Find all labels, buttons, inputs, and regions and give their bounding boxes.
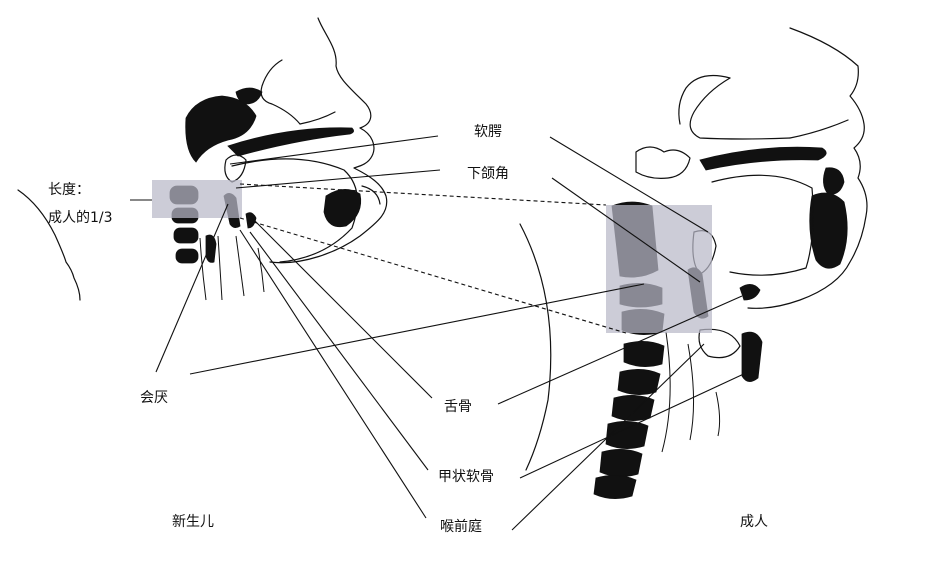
- leader-soft-palate-adult: [549, 136, 709, 233]
- newborn-palate: [227, 127, 354, 157]
- adult-teeth-upper: [823, 167, 845, 195]
- label-hyoid: 舌骨: [444, 399, 472, 415]
- newborn-soft-palate-shape: [224, 154, 247, 183]
- newborn-skull-line: [260, 59, 301, 125]
- newborn-nasal-line: [299, 111, 336, 125]
- leader-epiglottis-adult: [189, 283, 645, 375]
- newborn-back-curve: [17, 189, 81, 301]
- leader-vestibule-adult: [511, 343, 705, 531]
- leader-vestibule-newborn: [239, 229, 427, 519]
- newborn-shaded-region: [152, 180, 242, 218]
- newborn-mandible: [323, 189, 362, 228]
- adult-airway-2: [687, 343, 695, 441]
- adult-figure: [519, 27, 868, 499]
- labels: 长度： 成人的1/3 软腭 下颌角 会厌 舌骨 甲状软骨 喉前庭 新生儿 成人: [48, 124, 768, 535]
- adult-tongue: [711, 174, 814, 276]
- dashed-connector-bottom: [239, 217, 627, 334]
- newborn-airway-3: [235, 235, 245, 297]
- newborn-figure: [17, 17, 388, 301]
- label-newborn: 新生儿: [172, 514, 214, 530]
- leader-epiglottis-newborn: [155, 203, 229, 373]
- label-epiglottis: 会厌: [140, 390, 168, 406]
- newborn-tongue: [231, 158, 358, 263]
- label-length-line1: 长度：: [48, 182, 90, 198]
- adult-skull-back: [678, 75, 731, 125]
- adult-hyoid: [739, 284, 761, 301]
- newborn-vertebra-3: [173, 227, 199, 244]
- label-thyroid-cartilage: 甲状软骨: [438, 469, 494, 485]
- leader-hyoid-newborn: [247, 213, 433, 399]
- leader-soft-palate-newborn: [229, 135, 439, 165]
- leader-thyroid-adult: [519, 371, 749, 479]
- newborn-airway-1: [199, 237, 207, 301]
- newborn-lower-lip: [361, 185, 381, 205]
- adult-larynx-outline: [698, 328, 741, 359]
- adult-cervical-arc: [519, 223, 552, 471]
- leader-thyroid-newborn: [249, 231, 429, 471]
- leader-lines: [130, 135, 749, 531]
- label-adult: 成人: [740, 514, 768, 530]
- adult-vertebra-8: [599, 449, 643, 477]
- adult-vertebra-9: [593, 475, 637, 499]
- leader-mandible-angle-adult: [551, 177, 701, 283]
- dashed-connectors: [239, 183, 627, 334]
- adult-shaded-region: [606, 205, 712, 333]
- adult-palate: [699, 146, 827, 171]
- leader-mandible-angle-newborn: [235, 169, 441, 189]
- newborn-skull-base: [185, 95, 257, 163]
- adult-vertebra-5: [617, 369, 661, 395]
- adult-mandible: [809, 192, 848, 269]
- dashed-connector-top: [239, 183, 607, 206]
- adult-airway-3: [715, 391, 721, 437]
- newborn-sphenoid: [235, 87, 263, 105]
- adult-occipital: [635, 146, 691, 179]
- leader-hyoid-adult: [497, 295, 743, 405]
- newborn-hyoid: [245, 212, 257, 229]
- label-laryngeal-vestibule: 喉前庭: [440, 518, 482, 535]
- label-mandible-angle: 下颌角: [467, 166, 509, 182]
- adult-face-outline: [747, 27, 868, 309]
- adult-nasal-line: [789, 119, 849, 139]
- newborn-face-outline: [269, 17, 388, 264]
- adult-airway-1: [661, 331, 671, 453]
- label-soft-palate: 软腭: [474, 124, 502, 140]
- label-length-line2: 成人的1/3: [48, 210, 113, 226]
- adult-skull-line: [689, 77, 791, 140]
- newborn-airway-4: [257, 247, 265, 293]
- newborn-vertebra-4: [175, 248, 199, 264]
- adult-thyroid: [741, 331, 763, 382]
- newborn-cartilage: [205, 234, 217, 263]
- newborn-airway-2: [217, 235, 223, 301]
